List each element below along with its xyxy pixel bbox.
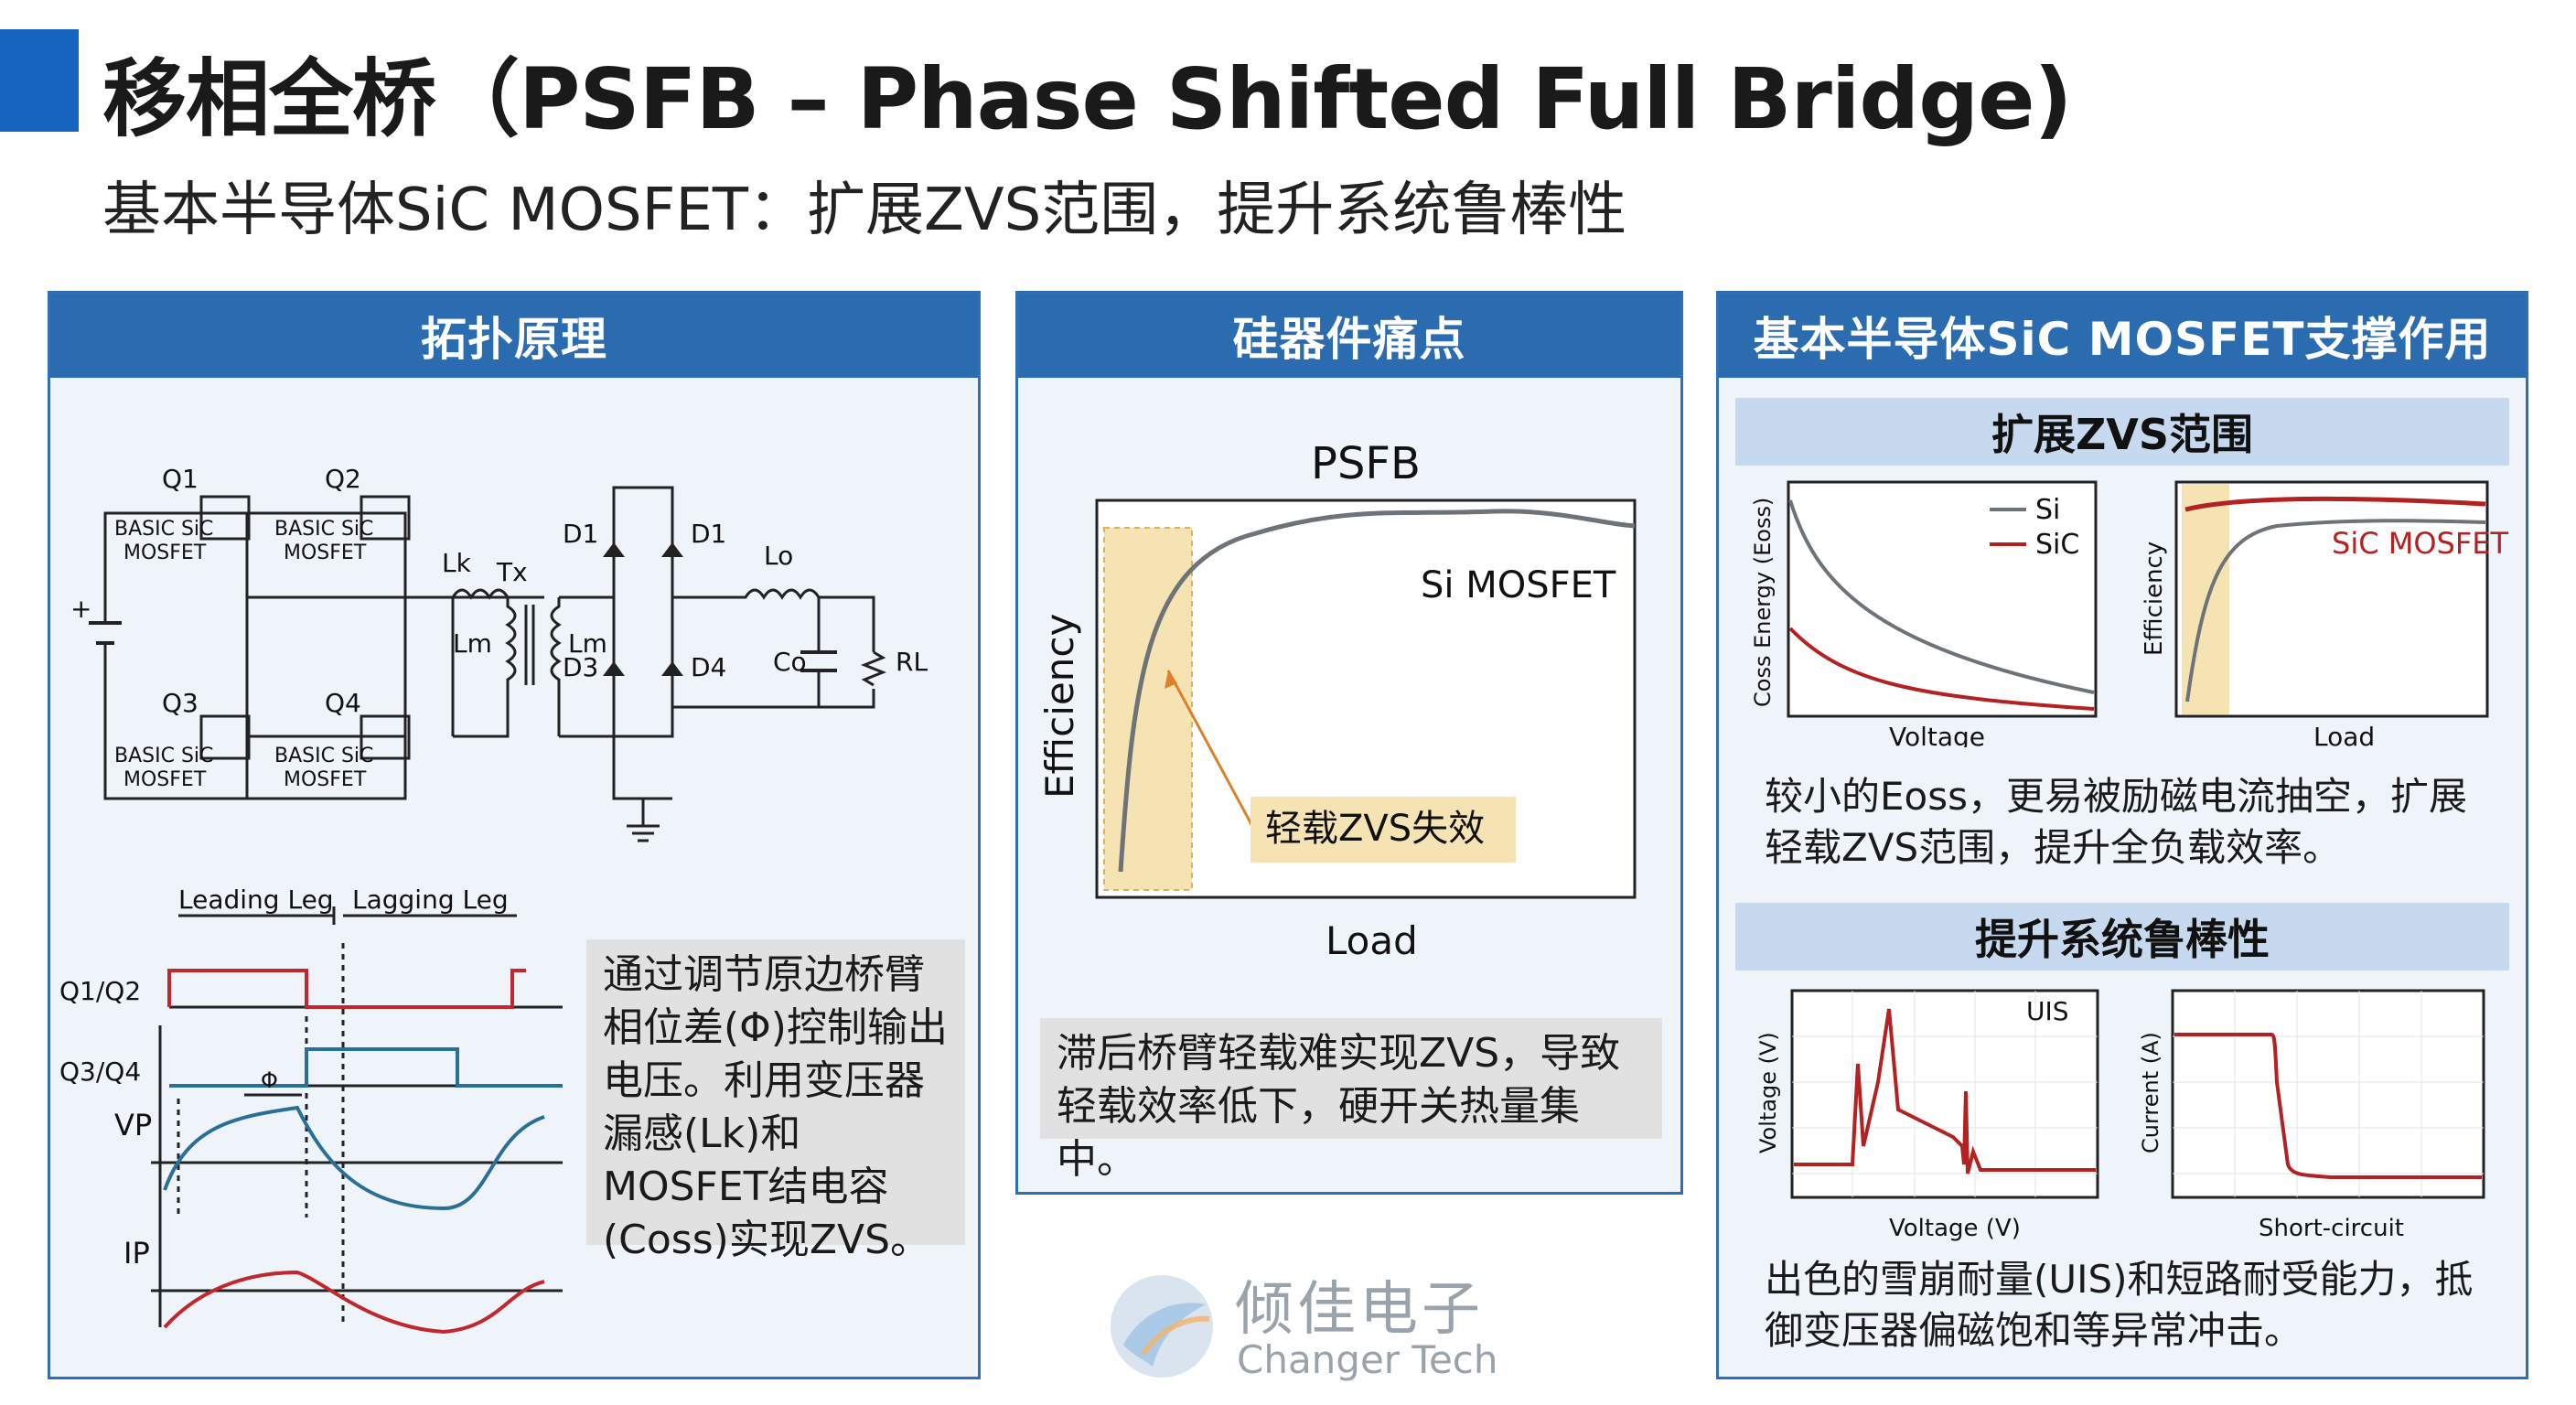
- uis-ylabel: Voltage (V): [1755, 1032, 1781, 1153]
- page-title: 移相全桥（PSFB – Phase Shifted Full Bridge): [102, 50, 2073, 148]
- q2-device-line1: BASIC SiC: [274, 518, 373, 541]
- sic-eff-label: SiC MOSFET: [2332, 526, 2508, 561]
- page-subtitle: 基本半导体SiC MOSFET：扩展ZVS范围，提升系统鲁棒性: [102, 177, 1627, 244]
- q2-label: Q2: [325, 464, 361, 494]
- sic-eff-ylabel: Efficiency: [2141, 542, 2168, 656]
- sc-xlabel: Short-circuit: [2259, 1215, 2404, 1242]
- q4-device-line1: BASIC SiC: [274, 745, 373, 767]
- q1-label: Q1: [162, 464, 199, 494]
- zvs-caption: 较小的Eoss，更易被励磁电流抽空，扩展轻载ZVS范围，提升全负载效率。: [1765, 774, 2467, 870]
- q1-device-line1: BASIC SiC: [114, 518, 213, 541]
- q3-device-line2: MOSFET: [123, 768, 207, 791]
- d3-label: D3: [563, 652, 598, 682]
- coss-xlabel: Voltage: [1889, 722, 1985, 747]
- lk-label: Lk: [442, 548, 472, 578]
- uis-waveform-chart: UIS Voltage (V) Voltage (V): [1755, 989, 2099, 1242]
- watermark-cn: 倾佳电子: [1235, 1276, 1484, 1344]
- co-label: Co: [773, 647, 807, 677]
- q1-device-line2: MOSFET: [123, 542, 207, 564]
- changer-tech-logo-icon: [1111, 1275, 1213, 1378]
- q1q2-label: Q1/Q2: [59, 976, 141, 1006]
- sic-support-panel: 基本半导体SiC MOSFET支撑作用 扩展ZVS范围 Si SiC Volta…: [1716, 291, 2528, 1379]
- legend-sic: SiC: [2035, 529, 2079, 561]
- uis-label: UIS: [2026, 996, 2069, 1026]
- q4-device-line2: MOSFET: [284, 768, 367, 791]
- rl-label: RL: [896, 647, 928, 677]
- plus-label: +: [70, 594, 91, 624]
- ip-label: IP: [123, 1236, 150, 1271]
- q2-device-line2: MOSFET: [284, 542, 367, 564]
- sic-support-panel-title: 基本半导体SiC MOSFET支撑作用: [1719, 294, 2526, 378]
- psfb-efficiency-chart: PSFB Si MOSFET 轻载ZVS失效 Load Efficiency: [1037, 438, 1637, 963]
- sc-ylabel: Current (A): [2138, 1032, 2163, 1153]
- vp-label: VP: [114, 1108, 152, 1142]
- psfb-circuit-diagram: Q1 Q2 Q3 Q4 BASIC SiC MOSFET BASIC SiC M…: [70, 464, 928, 842]
- coss-ylabel: Coss Energy (Eoss): [1750, 498, 1776, 707]
- pain-chart-callout: 轻载ZVS失效: [1265, 808, 1485, 850]
- pain-point-panel: 硅器件痛点 PSFB Si MOSFET 轻载ZVS失效 Load Effici…: [1015, 291, 1683, 1195]
- topology-panel: 拓扑原理: [48, 291, 981, 1379]
- d1-left-label: D1: [563, 519, 598, 549]
- pain-chart-xlabel: Load: [1326, 918, 1418, 963]
- lm-secondary-label: Lm: [568, 628, 607, 659]
- zvs-subpanel-title: 扩展ZVS范围: [1735, 398, 2509, 466]
- robustness-caption: 出色的雪崩耐量(UIS)和短路耐受能力，抵御变压器偏磁饱和等异常冲击。: [1765, 1257, 2474, 1353]
- uis-xlabel: Voltage (V): [1889, 1215, 2021, 1242]
- topology-panel-title: 拓扑原理: [50, 294, 978, 378]
- d1-right-label: D1: [691, 519, 726, 549]
- pain-chart-curve-label: Si MOSFET: [1421, 564, 1616, 606]
- short-circuit-chart: Short-circuit Current (A): [2138, 989, 2485, 1242]
- pain-chart-ylabel: Efficiency: [1037, 614, 1082, 799]
- legend-si: Si: [2035, 494, 2060, 526]
- pain-point-note: 滞后桥臂轻载难实现ZVS，导致轻载效率低下，硬开关热量集中。: [1040, 1018, 1662, 1183]
- title-accent-bar: [0, 29, 79, 132]
- lagging-leg-label: Lagging Leg: [352, 888, 509, 915]
- d4-label: D4: [691, 652, 726, 682]
- coss-energy-chart: Si SiC Voltage Coss Energy (Eoss): [1750, 480, 2098, 747]
- lo-label: Lo: [764, 541, 793, 571]
- pain-chart-title: PSFB: [1311, 438, 1421, 489]
- q4-label: Q4: [325, 688, 361, 718]
- q3q4-label: Q3/Q4: [59, 1056, 141, 1087]
- phi-label: Φ: [261, 1067, 278, 1093]
- q3-label: Q3: [162, 688, 199, 718]
- sic-efficiency-chart: SiC MOSFET Load Efficiency: [2141, 480, 2508, 747]
- leading-leg-label: Leading Leg: [178, 888, 334, 915]
- sic-eff-xlabel: Load: [2313, 722, 2375, 747]
- tx-label: Tx: [496, 557, 528, 587]
- watermark-en: Changer Tech: [1237, 1337, 1498, 1382]
- lm-primary-label: Lm: [453, 628, 492, 659]
- robustness-subpanel-title: 提升系统鲁棒性: [1735, 903, 2509, 971]
- q3-device-line1: BASIC SiC: [114, 745, 213, 767]
- timing-diagram: Leading Leg Lagging Leg Q1/Q2 Q3/Q4 Φ VP…: [59, 888, 563, 1335]
- pain-point-panel-title: 硅器件痛点: [1018, 294, 1680, 378]
- topology-note: 通过调节原边桥臂相位差(Φ)控制输出电压。利用变压器漏感(Lk)和MOSFET结…: [586, 939, 965, 1263]
